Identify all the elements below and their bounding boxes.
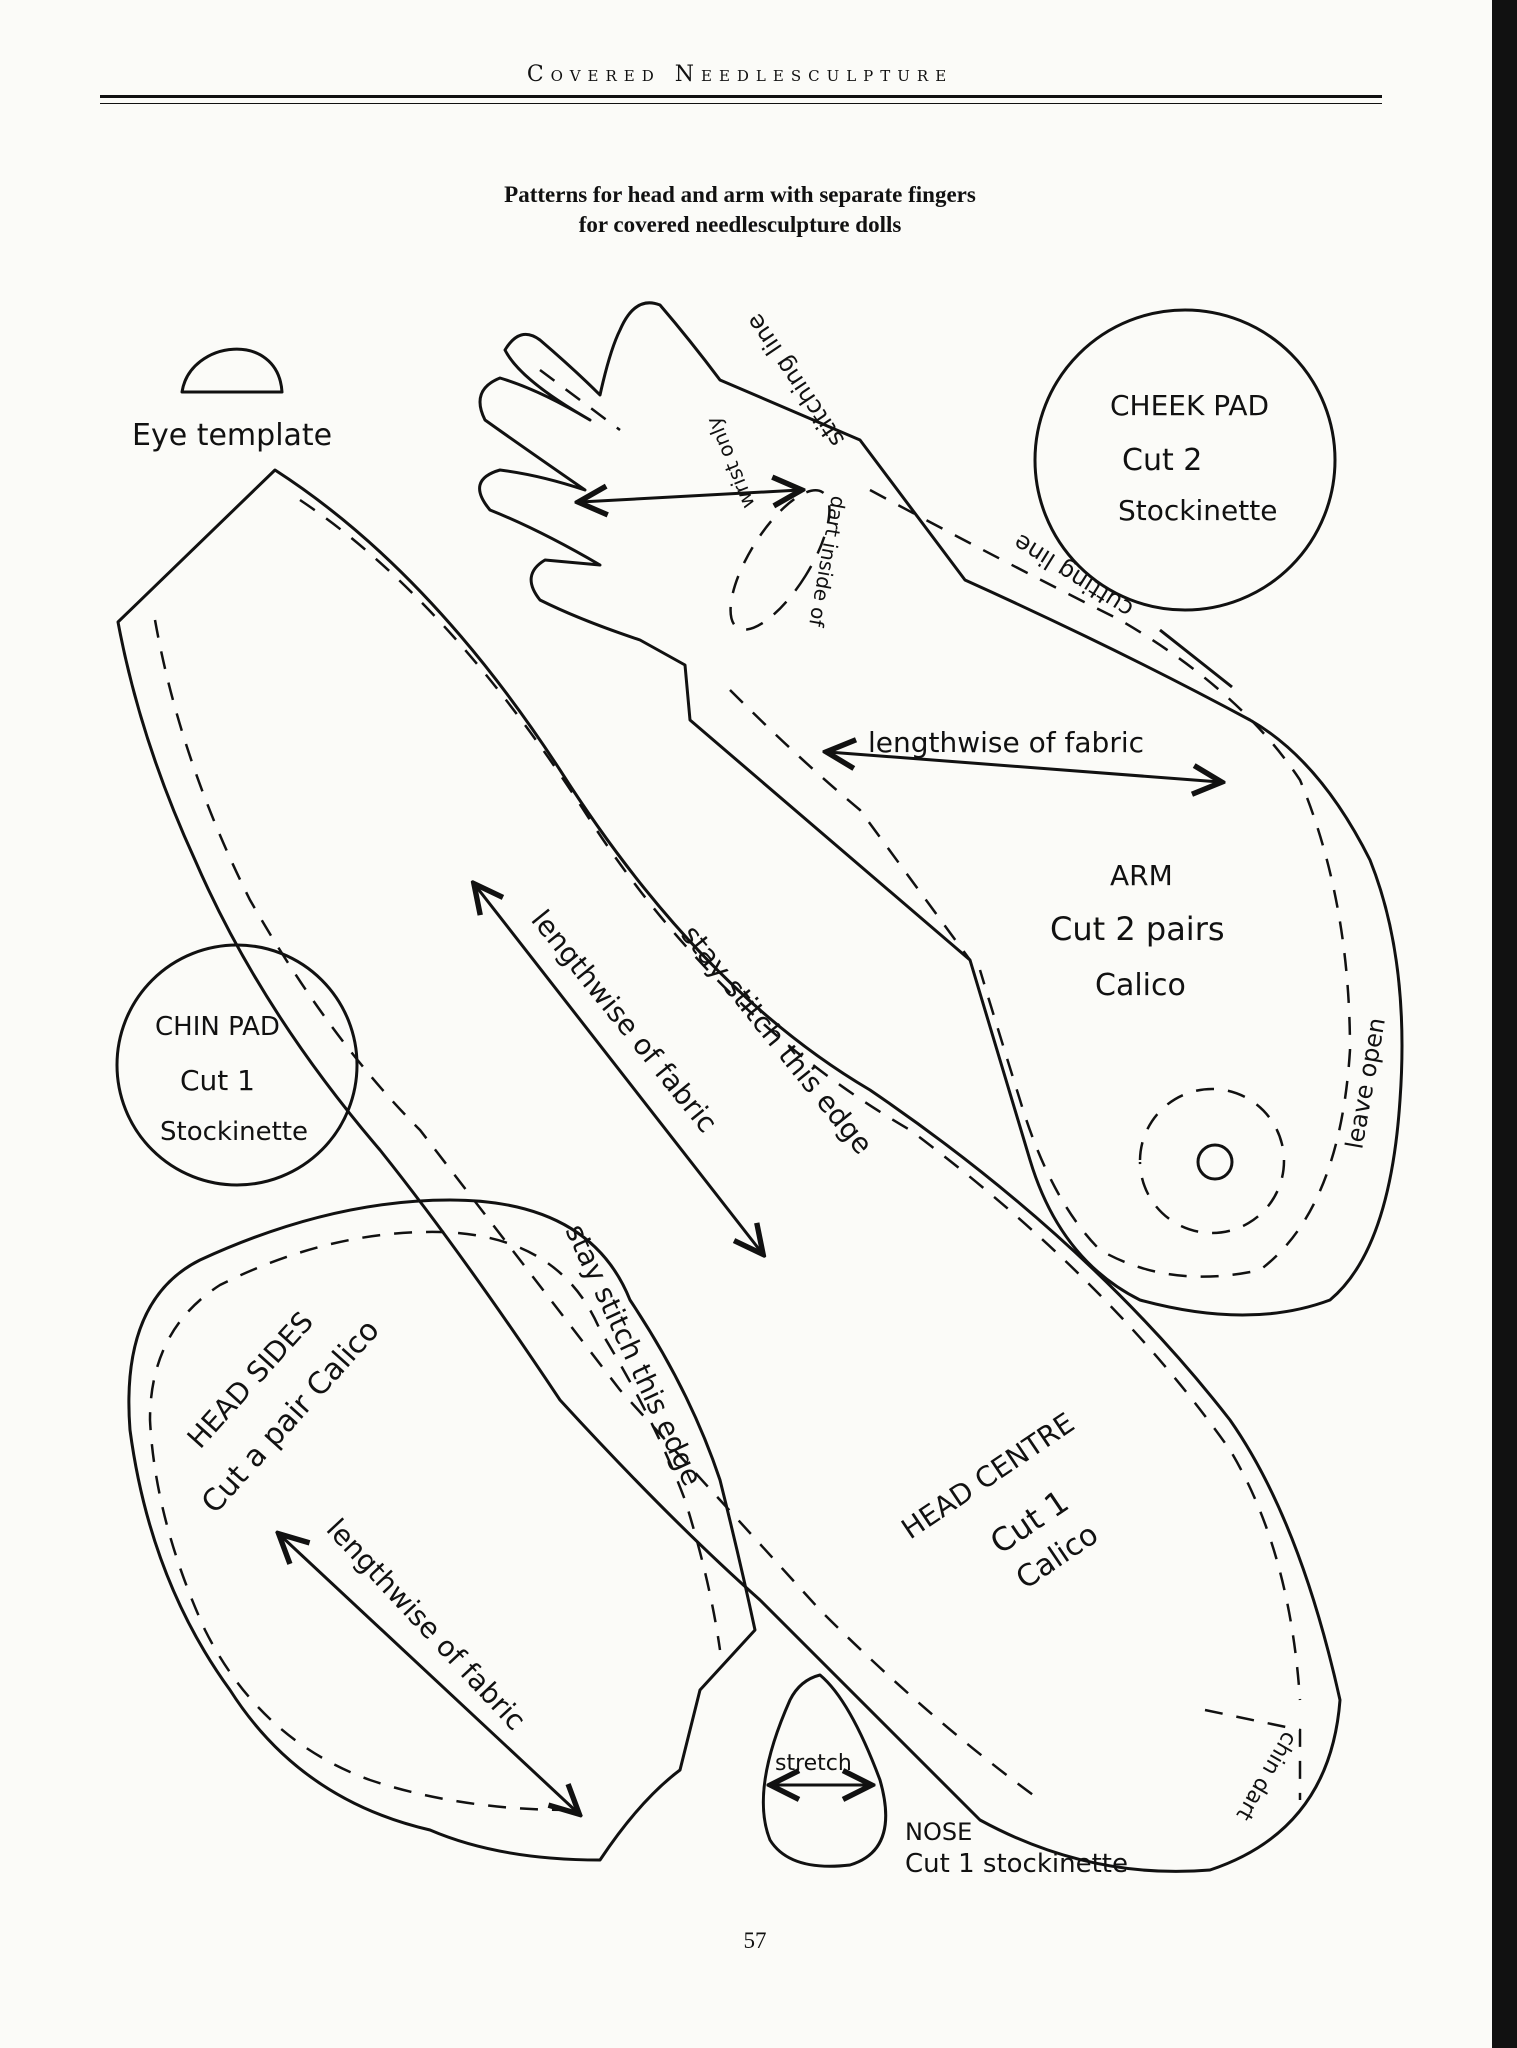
caption-line-2: for covered needlesculpture dolls <box>578 212 902 237</box>
cheek-pad-cut: Cut 2 <box>1122 443 1202 478</box>
arm-cut: Cut 2 pairs <box>1050 910 1225 948</box>
cheek-pad-fabric: Stockinette <box>1118 494 1277 527</box>
header-rule-thin <box>100 103 1382 104</box>
chin-pad-title: CHIN PAD <box>155 1012 280 1042</box>
header-rule <box>100 95 1382 98</box>
page-number: 57 <box>743 1928 767 1953</box>
nose-cut: Cut 1 stockinette <box>905 1849 1128 1879</box>
chin-pad-cut: Cut 1 <box>180 1064 255 1097</box>
stitching-line-label: stitching line <box>740 309 850 453</box>
nose-title: NOSE <box>905 1818 972 1846</box>
dart-inside-label: dart inside of <box>804 494 851 629</box>
eye-template-label: Eye template <box>132 418 332 453</box>
cheek-pad: CHEEK PAD Cut 2 Stockinette <box>1033 308 1337 612</box>
chin-pad: CHIN PAD Cut 1 Stockinette <box>115 943 359 1187</box>
figure-caption: Patterns for head and arm with separate … <box>380 180 1100 240</box>
head-sides-lengthwise-label: lengthwise of fabric <box>320 1512 532 1736</box>
head-sides-pattern: stay stitch this edge HEAD SIDES Cut a p… <box>127 1198 757 1862</box>
eye-template: Eye template <box>132 347 332 453</box>
chin-pad-fabric: Stockinette <box>160 1117 308 1147</box>
page-edge <box>1492 0 1517 2048</box>
caption-line-1: Patterns for head and arm with separate … <box>504 182 976 207</box>
stretch-label: stretch <box>775 1751 852 1776</box>
arm-title: ARM <box>1110 859 1173 892</box>
cheek-pad-title: CHEEK PAD <box>1110 389 1269 422</box>
running-head: Covered Needlesculpture <box>526 62 954 87</box>
arm-lengthwise-label: lengthwise of fabric <box>868 726 1144 759</box>
arm-fabric: Calico <box>1095 968 1186 1003</box>
arm-pattern: lengthwise of fabric ARM Cut 2 pairs Cal… <box>478 301 1404 1317</box>
head-sides-stay-stitch-label: stay stitch this edge <box>559 1219 709 1491</box>
wrist-only-label: wrist only <box>701 413 760 512</box>
head-centre-pattern: stay stitch this edge lengthwise of fabr… <box>116 468 1342 1873</box>
chin-dart-label: chin dart <box>1231 1727 1302 1825</box>
nose-pattern: stretch NOSE Cut 1 stockinette <box>761 1673 1128 1879</box>
